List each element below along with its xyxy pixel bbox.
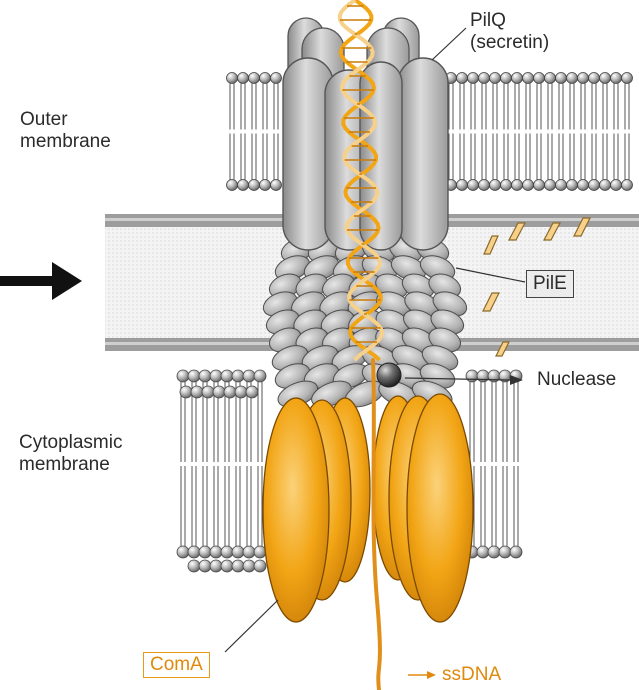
cytoplasmic-membrane-label: Cytoplasmic membrane <box>19 432 122 476</box>
arrow-right-icon <box>0 262 82 300</box>
nuclease-ball <box>377 363 401 387</box>
ssdna-arrow-icon <box>408 671 436 679</box>
pilq-label-line2: (secretin) <box>470 32 549 54</box>
outer-membrane-label-line1: Outer <box>20 109 111 131</box>
pile-label: PilE <box>526 270 574 298</box>
coma-label: ComA <box>143 652 210 678</box>
pilq-label-line1: PilQ <box>470 10 549 32</box>
coma-channel <box>263 394 473 622</box>
pilq-label: PilQ (secretin) <box>470 10 549 54</box>
cytoplasmic-membrane-label-line2: membrane <box>19 454 122 476</box>
outer-membrane-label-line2: membrane <box>20 131 111 153</box>
ssdna-label: ssDNA <box>442 664 501 686</box>
cytoplasmic-membrane-label-line1: Cytoplasmic <box>19 432 122 454</box>
outer-membrane-label: Outer membrane <box>20 109 111 153</box>
nuclease-label: Nuclease <box>537 369 616 391</box>
